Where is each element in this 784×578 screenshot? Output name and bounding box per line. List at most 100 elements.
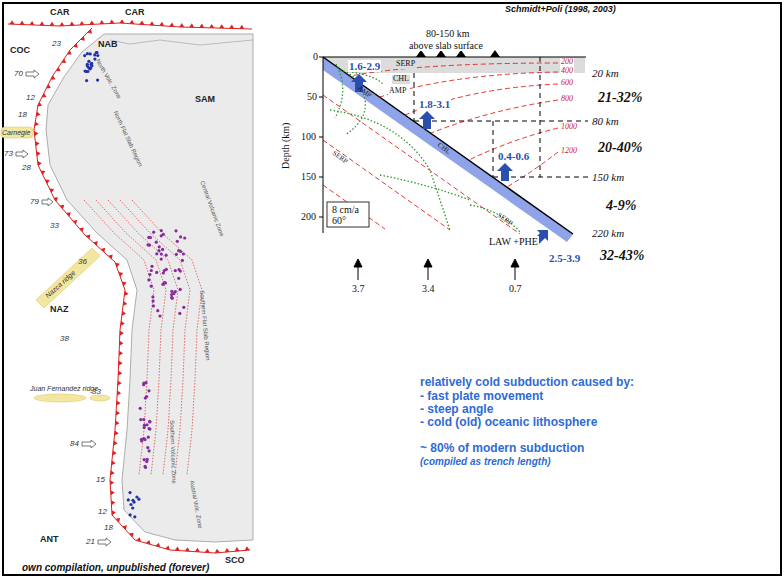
volcano-dot (160, 258, 163, 261)
diagram-text: LAW +PHE (488, 236, 539, 247)
volcano-dot (155, 252, 158, 255)
diagram-text: 150 (300, 171, 317, 182)
diagram-text: 60° (331, 215, 347, 226)
plate-name: SCO (225, 556, 245, 566)
volcano-dot (183, 236, 186, 239)
note-text: ~ 80% of modern subduction (420, 442, 584, 455)
plate-age: 12 (98, 508, 107, 517)
trench-tooth (49, 22, 54, 26)
trench-tooth (41, 170, 46, 174)
volcano-dot (155, 271, 158, 274)
plate-name: COC (10, 46, 30, 56)
volcano-dot (90, 63, 93, 66)
diagram-text: 0.7 (508, 283, 523, 294)
volcano-dot (139, 407, 142, 410)
volcano-dot (164, 281, 167, 284)
plate-age: 18 (18, 111, 27, 120)
phase-name: SERP (496, 212, 514, 228)
trench-tooth (111, 500, 115, 505)
volcano-dot (128, 491, 131, 494)
volcano-dot (147, 278, 150, 281)
isotherm-value: 400 (560, 67, 574, 76)
trench-tooth (79, 228, 84, 233)
trench-tooth (139, 20, 144, 24)
volcano-dot (87, 60, 90, 63)
trench-tooth (129, 533, 134, 538)
diagram-text: 3.7 (351, 283, 366, 294)
note-text: - steep angle (420, 403, 493, 416)
note-text: - cold (old) oceanic lithosphere (420, 416, 597, 429)
volcano-dot (150, 285, 153, 288)
plate-age: 79 (30, 198, 39, 207)
trench (34, 28, 250, 553)
volcano-dot (179, 270, 182, 273)
volcano-dot (89, 52, 92, 55)
volcano-symbols (416, 50, 500, 57)
trench-tooth (120, 331, 124, 336)
trench-tooth (219, 24, 224, 28)
volcano-dot (177, 277, 180, 280)
volcano-dot (170, 293, 173, 296)
volcano-dot (157, 249, 160, 252)
volcano-dot (129, 513, 132, 516)
trench-tooth (155, 543, 160, 548)
axes (319, 57, 586, 233)
trench-tooth (9, 20, 14, 24)
plate-name: CAR (50, 8, 70, 18)
volcano-dot (133, 501, 136, 504)
volcano-dot (178, 312, 181, 315)
isotherm-value: 1000 (560, 123, 578, 132)
volcano-dot (148, 427, 151, 430)
caption: own compilation, unpublished (forever) (22, 562, 209, 573)
trench-tooth (99, 20, 104, 24)
trench-tooth (195, 548, 200, 552)
trench-tooth (129, 20, 134, 24)
volcano-dot (133, 515, 136, 518)
plate-age: 33 (50, 222, 59, 231)
citation: Schmidt+Poli (1998, 2003) (505, 5, 616, 15)
depth-boxes (414, 57, 588, 177)
trench-tooth (119, 351, 123, 356)
volcano-dot (177, 249, 180, 252)
diagram-text: Depth (km) (280, 122, 291, 170)
phase-name: SERP (395, 60, 416, 69)
diagram-text: 0 (312, 51, 319, 62)
volcano-dot (160, 234, 163, 237)
diagram-text: 80-150 km (425, 28, 471, 39)
trench-tooth (179, 23, 184, 27)
ridge-name: Nazca ridge (44, 269, 77, 300)
plate-name: SAM (195, 95, 215, 105)
fluid-flux: 0.4-0.6 (497, 150, 530, 162)
volcano-dot (148, 420, 151, 423)
volcano-dot (150, 265, 153, 268)
volcano-dot (176, 240, 179, 243)
trench-tooth (108, 254, 113, 259)
plate-name: ANT (40, 535, 59, 545)
water-fraction: 21-32% (598, 90, 642, 105)
volcano-dot (148, 449, 151, 452)
volcano-dot (162, 271, 165, 274)
volcano-dot (158, 314, 161, 317)
note-text: (compiled as trench length) (420, 456, 551, 467)
volcano-dot (174, 229, 177, 232)
trench-tooth (37, 102, 42, 107)
fluid-flux: 1.6-2.9 (348, 60, 381, 72)
slide-frame (3, 3, 781, 575)
volcano-dot (148, 428, 151, 431)
trench-tooth (146, 540, 151, 545)
trench-tooth (121, 321, 125, 326)
slab-surface (323, 57, 573, 234)
trench-tooth (122, 311, 126, 316)
volcano-dot (139, 418, 142, 421)
volcano-dot (131, 506, 134, 509)
trench-tooth (66, 212, 71, 217)
plate-age: 36 (78, 258, 87, 267)
volcano-dot (174, 269, 177, 272)
trench-tooth (209, 24, 214, 28)
volcano-dot (165, 254, 168, 257)
volcano-dot (144, 465, 147, 468)
plate-age: 23 (52, 40, 61, 49)
flux-arrows (354, 259, 519, 280)
plate-age: 73 (4, 150, 13, 159)
volcano-dot (83, 54, 86, 57)
